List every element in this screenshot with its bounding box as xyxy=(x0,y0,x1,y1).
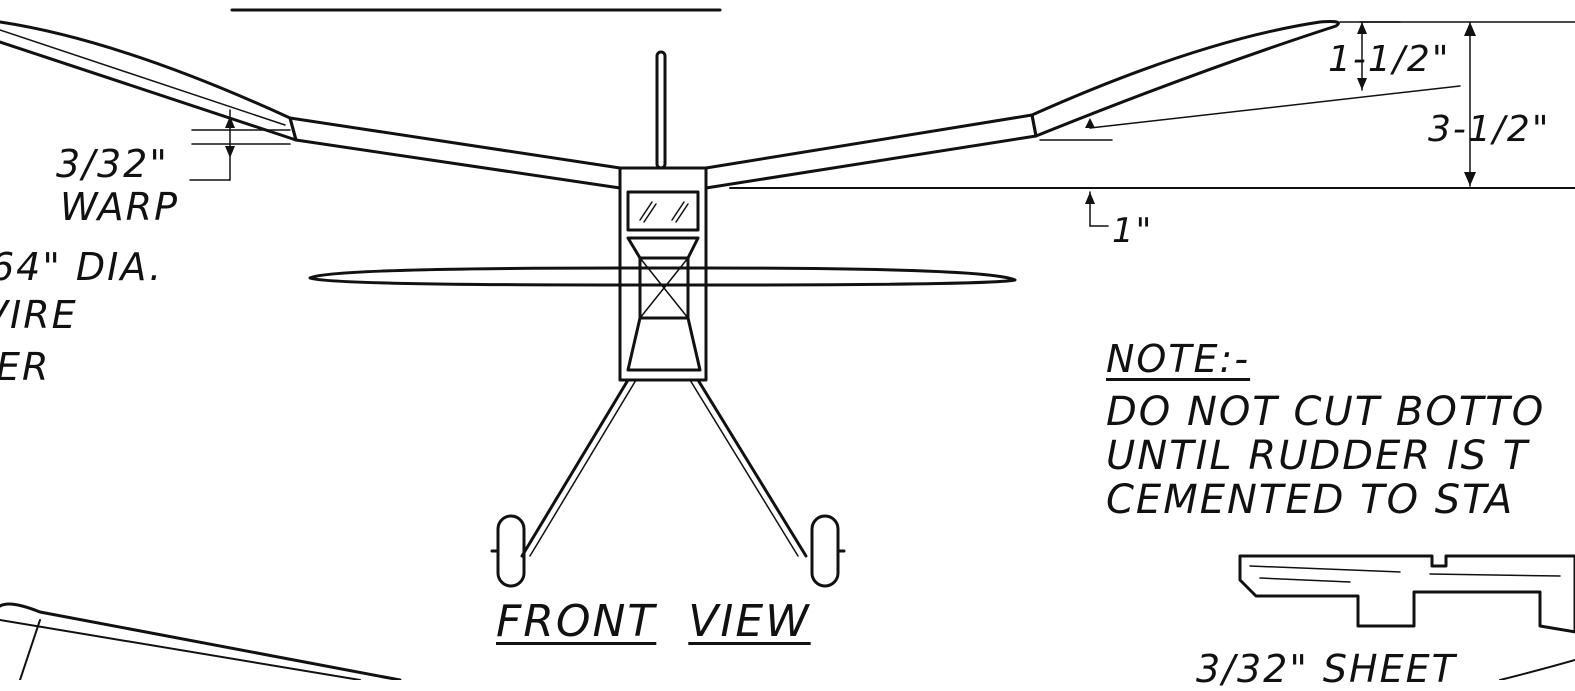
note-heading: NOTE:- xyxy=(1106,337,1251,381)
left-wheel xyxy=(496,514,526,588)
left-wing-joint xyxy=(288,116,298,142)
dimension-dihedral-center: 1" xyxy=(1112,211,1154,251)
sheet-part xyxy=(1238,554,1575,634)
left-wing-outer-panel xyxy=(0,20,298,142)
fuselage xyxy=(618,166,708,382)
right-gear-strut xyxy=(696,378,808,558)
note-line-1: DO NOT CUT BOTTO xyxy=(1106,389,1546,435)
right-wing-outer-panel xyxy=(1030,20,1340,138)
dimension-warp-value: 3/32" xyxy=(56,142,169,186)
left-note-line-3: ER xyxy=(0,345,51,389)
left-gear-strut xyxy=(520,378,630,558)
engine-hatch xyxy=(638,256,690,320)
dimension-warp-label: WARP xyxy=(60,185,179,229)
stabilizer xyxy=(308,266,1017,287)
note-line-2: UNTIL RUDDER IS T xyxy=(1106,433,1530,479)
windshield xyxy=(626,190,700,232)
view-title-word-1: FRONT xyxy=(496,596,657,647)
left-note-line-2: VIRE xyxy=(0,293,78,337)
right-wing-inner-panel xyxy=(704,113,1038,190)
view-title-word-2: VIEW xyxy=(688,596,811,647)
sheet-label: 3/32" SHEET xyxy=(1196,647,1457,691)
note-line-3: CEMENTED TO STA xyxy=(1106,477,1515,523)
view-title: FRONT VIEW xyxy=(496,600,811,644)
left-note-line-1: 64" DIA. xyxy=(0,245,164,289)
side-view-fragment xyxy=(0,602,402,680)
left-wing-inner-panel xyxy=(288,116,622,190)
dimension-dihedral-tip: 1-1/2" xyxy=(1328,39,1451,80)
right-wing-joint xyxy=(1030,113,1038,138)
fin xyxy=(655,50,667,170)
dimension-dihedral-total: 3-1/2" xyxy=(1428,109,1551,150)
right-wheel xyxy=(810,514,840,588)
